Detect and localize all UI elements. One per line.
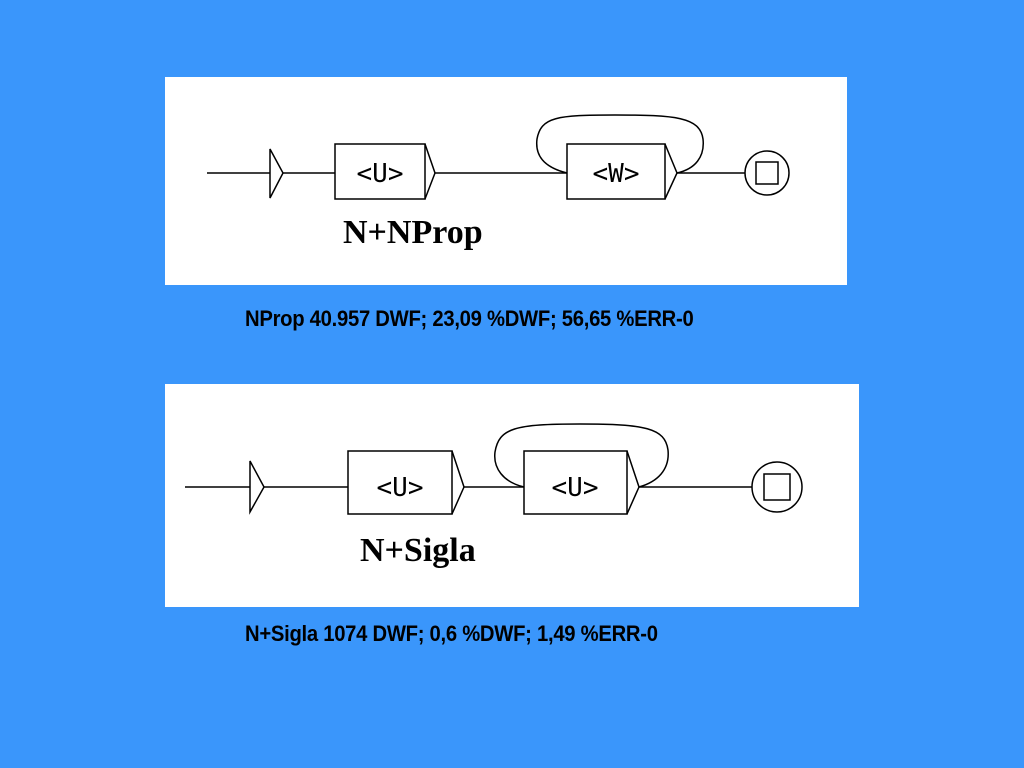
output-label: N+NProp xyxy=(343,214,483,251)
final-state xyxy=(744,150,790,196)
box-w-tail xyxy=(664,143,678,200)
initial-state-arrow xyxy=(269,148,284,199)
final-state-square xyxy=(755,161,779,185)
caption-nprop: NProp 40.957 DWF; 23,09 %DWF; 56,65 %ERR… xyxy=(245,306,694,331)
initial-state-arrow xyxy=(249,460,265,515)
box-u-tail xyxy=(424,143,436,200)
box-u-first[interactable] xyxy=(347,450,453,515)
box-u-second-label: <U> xyxy=(552,473,599,503)
loop-arc xyxy=(494,423,669,488)
box-w-label: <W> xyxy=(593,159,640,189)
box-u-second[interactable] xyxy=(523,450,628,515)
box-u-first-tail xyxy=(451,450,465,515)
grammar-graph-sigla: <U> <U> N+Sigla xyxy=(165,384,859,607)
box-u-label: <U> xyxy=(357,159,404,189)
box-u-first-label: <U> xyxy=(377,473,424,503)
final-state-square xyxy=(763,473,791,501)
output-label: N+Sigla xyxy=(360,532,476,569)
graph-canvas: <U> <U> N+Sigla xyxy=(185,423,803,569)
box-u[interactable] xyxy=(334,143,426,200)
loop-arc xyxy=(535,114,704,174)
box-u-second-tail xyxy=(626,450,640,515)
caption-sigla: N+Sigla 1074 DWF; 0,6 %DWF; 1,49 %ERR-0 xyxy=(245,621,658,646)
graph-canvas: <U> <W> N+NProp xyxy=(207,114,790,251)
box-w[interactable] xyxy=(566,143,666,200)
final-state xyxy=(751,461,803,513)
grammar-graph-nprop: <U> <W> N+NProp xyxy=(165,77,847,285)
